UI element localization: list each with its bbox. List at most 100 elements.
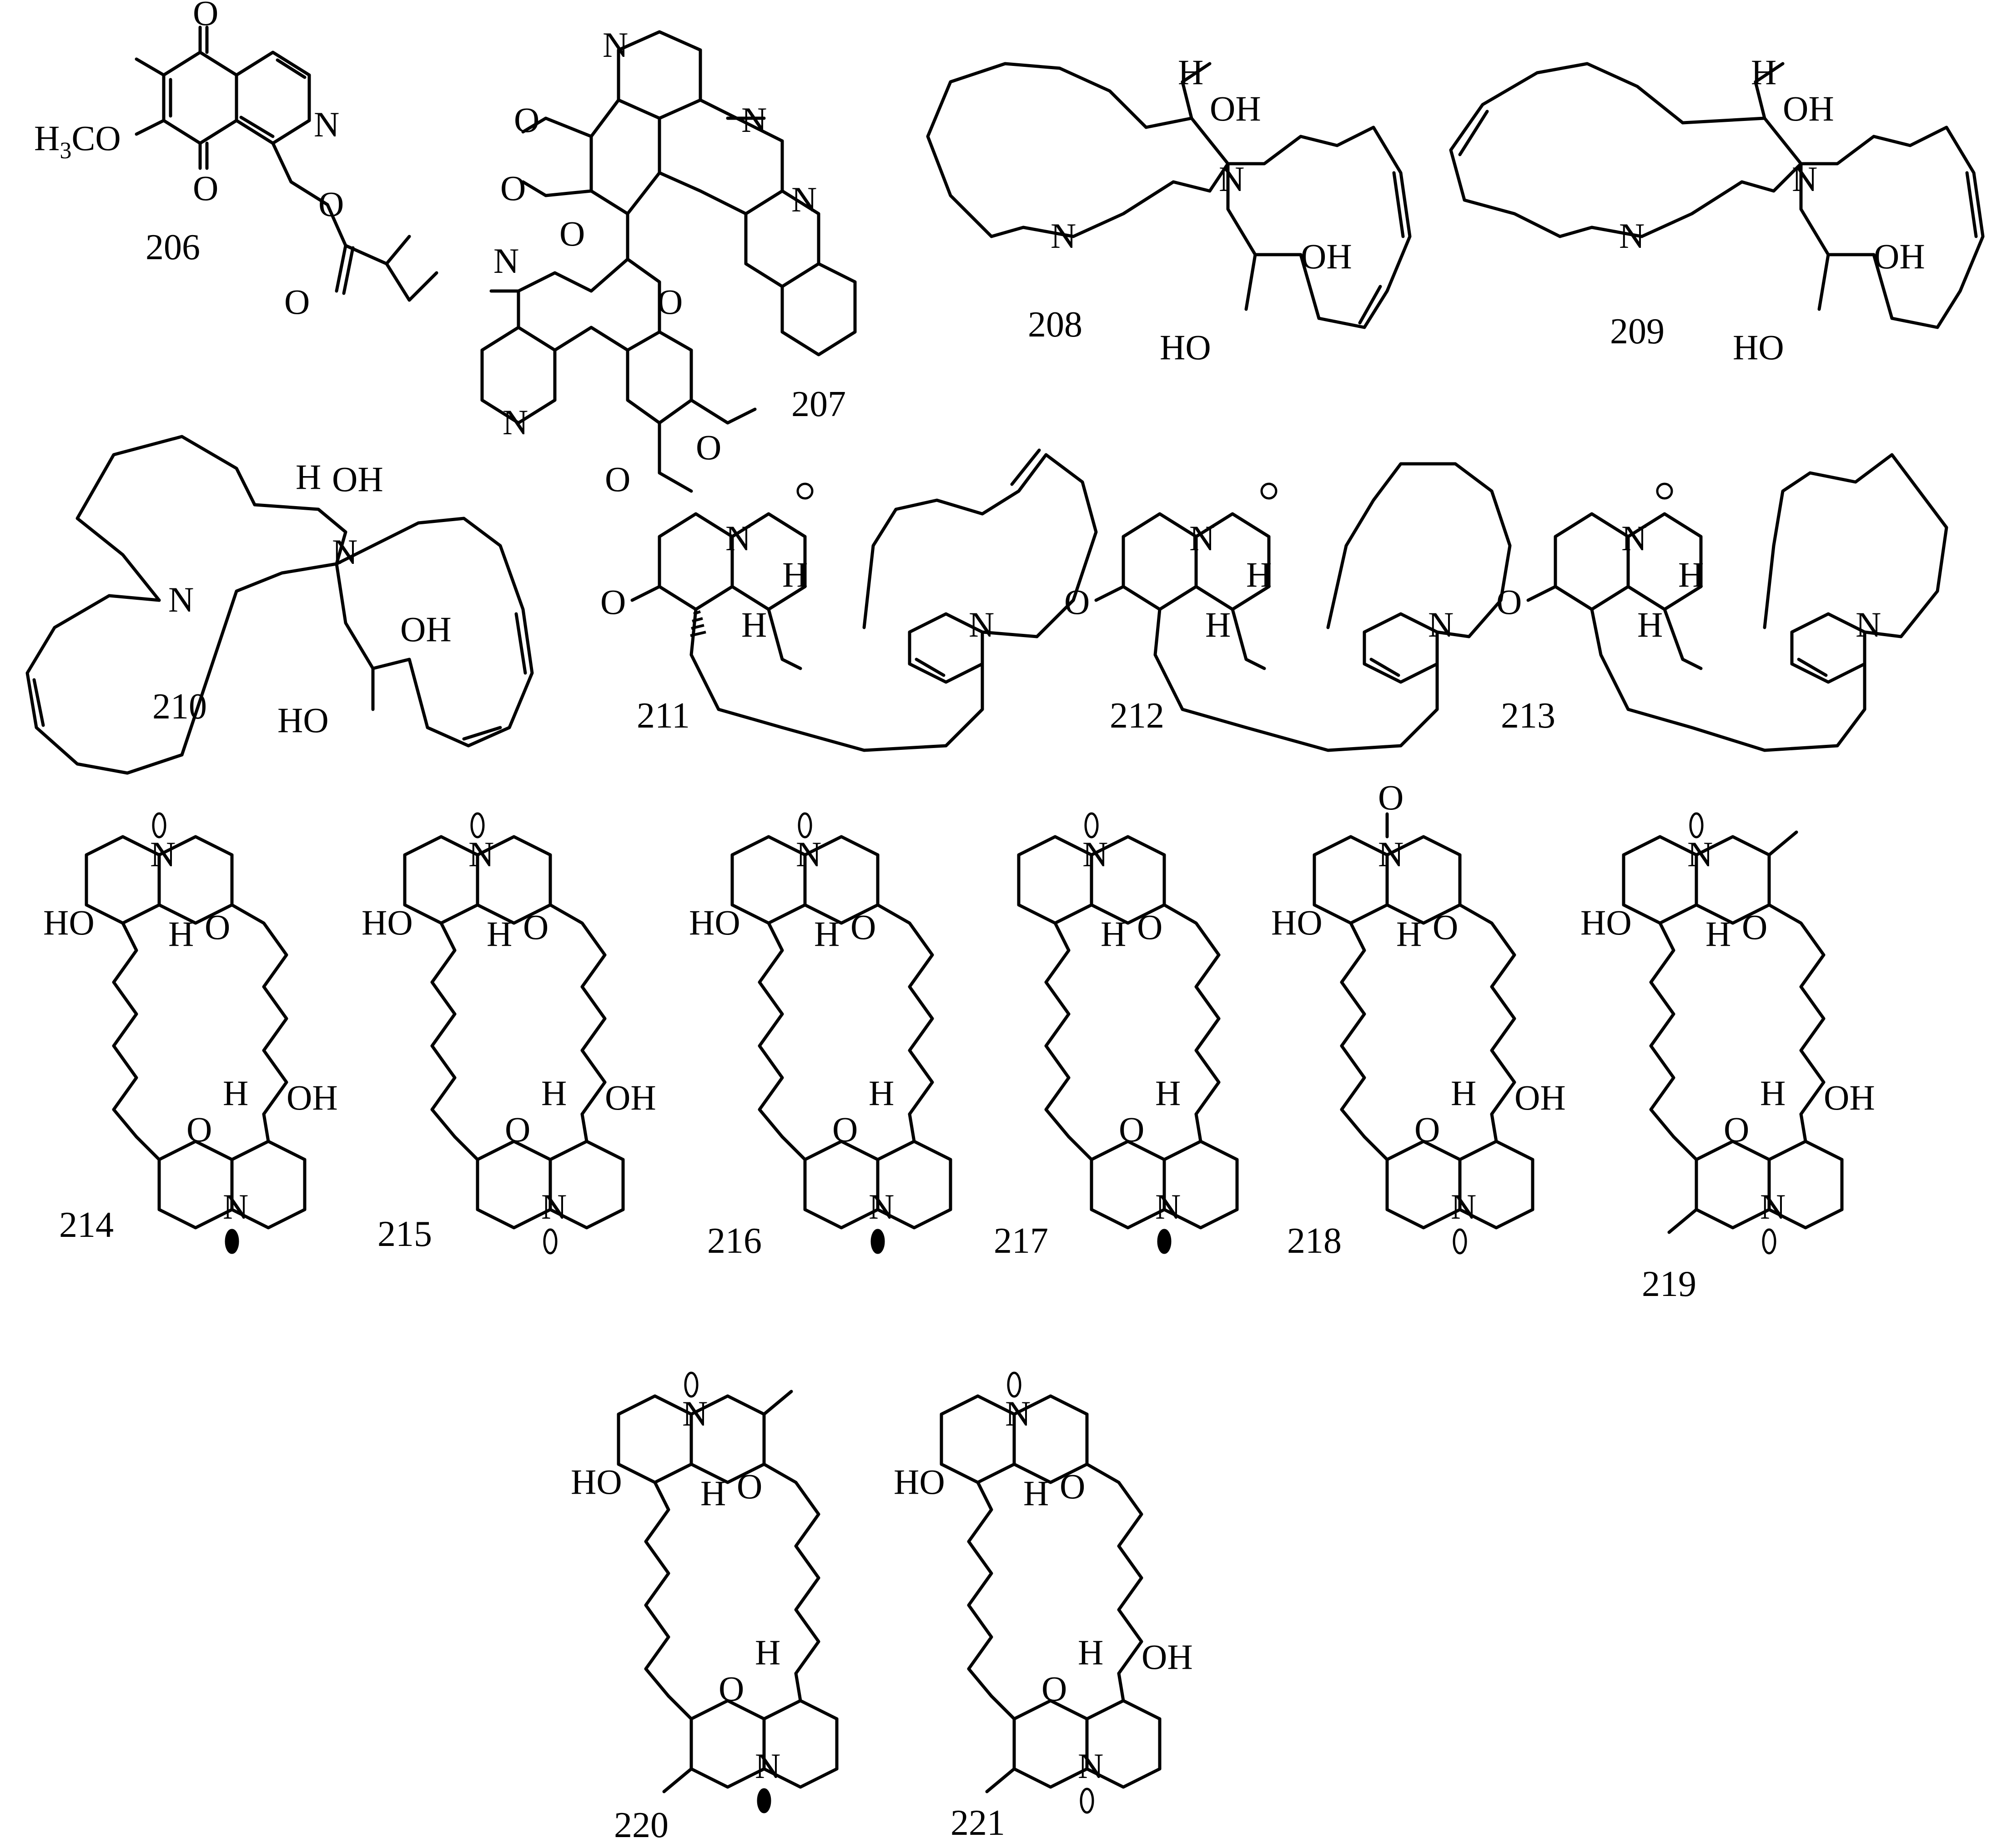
compound-215-h-top: H	[487, 914, 512, 954]
compound-218-n-bottom: N	[1451, 1187, 1476, 1226]
compound-220-lone-pair-top	[684, 1371, 699, 1398]
compound-218-n-top: N	[1378, 834, 1403, 874]
compound-218-structure	[1313, 812, 1534, 1230]
compound-208-h: H	[1178, 52, 1203, 92]
compound-206-methoxy: H3CO	[34, 118, 121, 164]
compound-221-o-bottom: O	[1041, 1669, 1067, 1708]
compound-213-structure	[1526, 453, 1948, 752]
compound-221-oh: OH	[1142, 1637, 1193, 1677]
compound-215-id: 215	[377, 1214, 432, 1254]
compound-214-h-top: H	[168, 914, 194, 954]
compound-207-methoxy-o1: O	[514, 100, 539, 140]
compound-221-o-top: O	[1060, 1466, 1085, 1506]
compound-216-lone-pair-top	[798, 812, 812, 839]
compound-207-n-right: N	[791, 180, 817, 219]
compound-219-id: 219	[1642, 1264, 1696, 1304]
compound-214-lone-pair-top	[152, 812, 166, 839]
compound-215-n-bottom: N	[541, 1187, 567, 1226]
compound-219-n-top: N	[1687, 834, 1713, 874]
compound-215-o-bottom: O	[505, 1110, 530, 1149]
compound-210-h: H	[296, 457, 321, 497]
compound-212-h1: H	[1246, 555, 1272, 594]
compound-218-o-top: O	[1433, 907, 1458, 947]
compound-221-n-top: N	[1005, 1394, 1031, 1433]
compound-217-h-bottom: H	[1155, 1073, 1181, 1113]
compound-207-methoxy-o3: O	[696, 427, 721, 467]
compound-207-n-bottom: N	[503, 402, 528, 442]
compound-219-o-top: O	[1742, 907, 1767, 947]
compound-208-n-left: N	[1051, 216, 1076, 256]
compound-206-ester-o: O	[318, 184, 344, 224]
compound-219-lone-pair-top	[1689, 812, 1704, 839]
compound-216-h-top: H	[814, 914, 840, 954]
compound-209-oh-top: OH	[1783, 89, 1834, 128]
compound-210-oh-mid: OH	[400, 609, 452, 649]
compound-206-o-top: O	[193, 0, 218, 33]
compound-209-id: 209	[1610, 311, 1665, 352]
compound-210-oh-top: OH	[332, 459, 383, 499]
compound-212-h2: H	[1205, 605, 1231, 644]
compound-210-structure	[25, 435, 534, 775]
compound-220-h-bottom: H	[755, 1632, 780, 1672]
compound-207-id: 207	[791, 384, 846, 424]
compound-209-n-left: N	[1619, 216, 1645, 256]
compound-216-h-bottom: H	[869, 1073, 894, 1113]
compound-215-h-bottom: H	[541, 1073, 567, 1113]
compound-211-id: 211	[637, 696, 690, 736]
compound-211-structure	[630, 448, 1098, 752]
compound-220-h-top: H	[700, 1473, 726, 1513]
compound-212-o: O	[1064, 582, 1090, 622]
compound-218-id: 218	[1287, 1221, 1342, 1261]
compound-211-h1: H	[782, 555, 808, 594]
compound-215-o-top: O	[523, 907, 548, 947]
compound-217-lone-pair-bottom	[1157, 1229, 1172, 1254]
compound-219-structure	[1622, 830, 1844, 1234]
compound-214-id: 214	[59, 1205, 114, 1245]
compound-215-lone-pair-top	[470, 812, 485, 839]
compound-207-methoxy-o2: O	[500, 168, 526, 208]
compound-209-ho: HO	[1733, 327, 1784, 367]
compound-209-oh-mid: OH	[1874, 236, 1925, 276]
compound-219-lone-pair-bottom	[1762, 1228, 1776, 1255]
compound-213-h2: H	[1637, 605, 1663, 644]
compound-221-ho: HO	[894, 1462, 945, 1502]
compound-213-h1: H	[1678, 555, 1704, 594]
compound-207-o-ring: O	[559, 214, 585, 253]
compound-221-h-top: H	[1023, 1473, 1049, 1513]
compound-214-n-top: N	[150, 834, 176, 874]
compound-206-carbonyl-o: O	[284, 282, 310, 321]
compound-216-o-bottom: O	[832, 1110, 858, 1149]
compound-207-methoxy-o4: O	[605, 459, 630, 499]
compound-218-n-oxide-o: O	[1378, 778, 1403, 817]
compound-220-ho: HO	[571, 1462, 622, 1502]
compound-215-oh: OH	[605, 1078, 656, 1117]
compound-215-ho: HO	[362, 903, 413, 942]
compound-212-id: 212	[1110, 696, 1164, 736]
compound-218-h-top: H	[1396, 914, 1422, 954]
compound-213-n1: N	[1621, 518, 1647, 558]
compound-206-id: 206	[146, 227, 200, 267]
compound-217-n-top: N	[1082, 834, 1108, 874]
compound-219-h-top: H	[1705, 914, 1731, 954]
compound-214-o-bottom: O	[186, 1110, 212, 1149]
compound-217-o-top: O	[1137, 907, 1162, 947]
compound-213-id: 213	[1501, 696, 1555, 736]
compound-218-lone-pair-bottom	[1453, 1228, 1467, 1255]
compound-210-ho: HO	[277, 700, 329, 740]
compound-216-n-bottom: N	[869, 1187, 894, 1226]
compound-221-structure	[940, 1394, 1162, 1793]
compound-214-n-bottom: N	[223, 1187, 248, 1226]
compound-212-structure	[1094, 462, 1512, 752]
compound-216-structure	[730, 835, 952, 1230]
compound-216-n-top: N	[796, 834, 821, 874]
compound-217-n-bottom: N	[1155, 1187, 1181, 1226]
compound-221-n-bottom: N	[1078, 1746, 1103, 1786]
compound-219-n-bottom: N	[1760, 1187, 1786, 1226]
compound-217-id: 217	[994, 1221, 1048, 1261]
compound-217-h-top: H	[1101, 914, 1126, 954]
compound-208-oh-mid: OH	[1301, 236, 1352, 276]
compound-220-structure	[617, 1390, 839, 1793]
compound-215-structure	[403, 835, 625, 1230]
compound-218-o-bottom: O	[1414, 1110, 1440, 1149]
compound-221-lone-pair-top	[1007, 1371, 1021, 1398]
